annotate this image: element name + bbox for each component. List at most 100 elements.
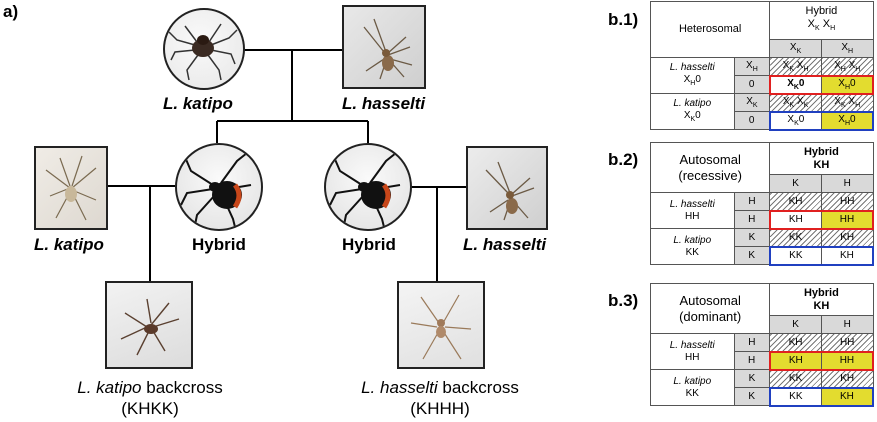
b3-katipo-geno: KK	[685, 387, 699, 399]
b1-title: Heterosomal	[649, 1, 771, 58]
spider-icon	[363, 18, 413, 80]
b2-hasselti-gamete-1: H	[733, 192, 771, 211]
b2-katipo-geno: KK	[685, 246, 699, 258]
b2-cell: HH	[820, 192, 874, 211]
pedigree-lines	[105, 49, 466, 281]
b3-cell: KH	[820, 386, 874, 407]
b3-title: Autosomal(dominant)	[649, 283, 771, 334]
b3-hybrid-geno: KH	[813, 299, 830, 312]
b1-hasselti-geno: XH0	[683, 73, 701, 87]
hasselti-backcross-code: (KHHH)	[410, 399, 470, 418]
b2-cell: KH	[768, 209, 822, 230]
spider-icon	[485, 161, 535, 221]
l-katipo-parent-photo	[163, 8, 245, 90]
b1-cell: XK0	[768, 110, 822, 131]
b3-cell: KH	[820, 369, 874, 388]
b3-col-h: H	[820, 315, 874, 334]
katipo-backcross-code: (KHKK)	[121, 399, 179, 418]
l-hasselti-parent-photo	[342, 5, 426, 89]
l-katipo-photo	[34, 146, 108, 230]
panel-a-label: a)	[3, 2, 19, 21]
b3-katipo-gamete-2: K	[733, 387, 771, 406]
b1-col-xk: XK	[769, 39, 822, 58]
b3-cell: HH	[820, 333, 874, 352]
b2-cell: HH	[820, 209, 874, 230]
b3-katipo-gamete-1: K	[733, 369, 771, 388]
b1-cell: XH XH	[820, 57, 874, 76]
b1-katipo-species: L. katipo	[673, 97, 712, 109]
b3-hasselti-gamete-2: H	[733, 351, 771, 370]
b2-hasselti-species: L. hasselti	[669, 198, 715, 210]
b2-cell: KH	[820, 228, 874, 247]
b1-title-text: Heterosomal	[678, 23, 742, 35]
l-katipo-label: L. katipo	[34, 235, 104, 254]
b3-hasselti-gamete-1: H	[733, 333, 771, 352]
b1-col-xh: XH	[820, 39, 874, 58]
hybrid-right-photo	[324, 143, 412, 231]
b3-label: b.3)	[608, 291, 639, 310]
b3-cell: KK	[769, 369, 822, 388]
b2-hybrid-geno: KH	[813, 158, 830, 171]
hasselti-backcross-word: backcross	[442, 378, 519, 397]
b2-cell: KH	[769, 192, 822, 211]
hasselti-backcross-photo	[397, 281, 485, 369]
hasselti-backcross-title: L. hasselti backcross	[355, 377, 525, 398]
hybrid-left-photo	[175, 143, 263, 231]
b3-title-2: (dominant)	[679, 308, 742, 324]
katipo-backcross-label: L. katipo backcross (KHKK)	[70, 377, 230, 419]
b2-hasselti-geno: HH	[685, 210, 700, 222]
b3-cell: KK	[768, 386, 822, 407]
b3-katipo-species: L. katipo	[673, 375, 712, 387]
b3-hasselti-species: L. hasselti	[669, 339, 715, 351]
b2-cell: KH	[820, 245, 874, 266]
katipo-backcross-species: L. katipo	[77, 378, 142, 397]
b2-katipo-gamete-1: K	[733, 228, 771, 247]
b2-title-2: (recessive)	[678, 167, 742, 183]
b2-katipo-gamete-2: K	[733, 246, 771, 265]
b3-col-k: K	[769, 315, 822, 334]
b2-label: b.2)	[608, 150, 639, 169]
b1-cell: XH0	[820, 110, 874, 131]
b2-cell: KK	[769, 228, 822, 247]
b2-col-k: K	[769, 174, 822, 193]
katipo-backcross-title: L. katipo backcross	[70, 377, 230, 398]
l-hasselti-parent-label: L. hasselti	[342, 94, 426, 113]
b1-hasselti-gamete-1: XH	[733, 57, 771, 76]
l-katipo-parent-label: L. katipo	[163, 94, 233, 113]
l-hasselti-label: L. hasselti	[463, 235, 547, 254]
spider-icon	[329, 152, 401, 228]
b1-label: b.1)	[608, 10, 639, 29]
b1-katipo-geno: XK0	[683, 109, 701, 123]
b3-title-1: Autosomal	[679, 292, 741, 308]
hybrid-left-label: Hybrid	[192, 235, 246, 254]
b2-katipo-species: L. katipo	[673, 234, 712, 246]
b3-hybrid-title: Hybrid	[803, 286, 839, 299]
katipo-backcross-photo	[105, 281, 193, 369]
spider-icon	[180, 152, 252, 228]
b1-cell: XK0	[768, 74, 822, 95]
b1-cell: XH0	[820, 74, 874, 95]
b3-cell: KH	[768, 350, 822, 371]
b1-cell: XK XH	[769, 57, 822, 76]
b2-cell: KK	[768, 245, 822, 266]
b2-hasselti-gamete-2: H	[733, 210, 771, 229]
b1-cell: XK XH	[820, 93, 874, 112]
spider-icon	[410, 294, 472, 360]
l-hasselti-photo	[466, 146, 548, 230]
b1-hasselti-species: L. hasselti	[669, 61, 715, 73]
b1-katipo-gamete-1: XK	[733, 93, 771, 112]
b1-cell: XK XK	[769, 93, 822, 112]
b2-col-h: H	[820, 174, 874, 193]
b1-hybrid-title: Hybrid	[805, 5, 838, 18]
b2-hybrid-title: Hybrid	[803, 145, 839, 158]
